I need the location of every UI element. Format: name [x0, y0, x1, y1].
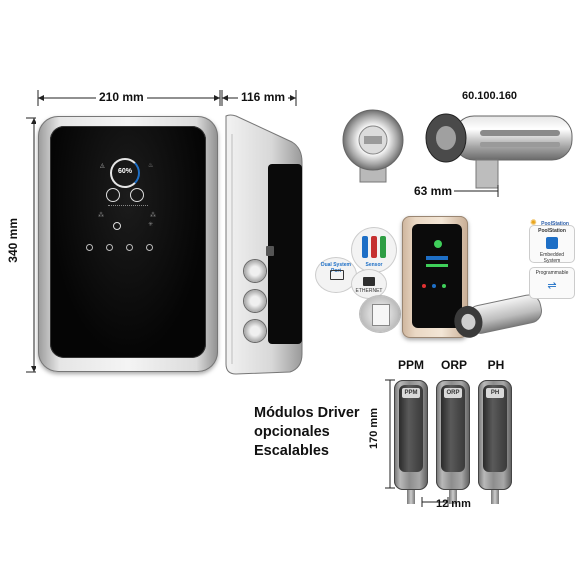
- plug-icon: ⇌: [547, 280, 557, 292]
- product-screen-blue-indicator: [426, 256, 448, 260]
- cell-side-view: [420, 104, 576, 196]
- sub-gauge-right: [130, 188, 144, 202]
- touch-button-2[interactable]: [106, 244, 113, 251]
- height-arrow: [26, 117, 37, 373]
- height-dimension: [16, 116, 37, 374]
- sub-gauge-left: [106, 188, 120, 202]
- module-width-label: 12 mm: [436, 498, 471, 510]
- product-cell: [446, 292, 546, 342]
- height-label: 340 mm: [6, 218, 20, 263]
- gauge-percentage: 60%: [117, 168, 132, 175]
- side-depth-label: 116 mm: [238, 90, 289, 104]
- module-orp-connector: [449, 490, 457, 504]
- module-ph-face: [483, 385, 507, 472]
- module-header-orp: ORP: [440, 358, 467, 372]
- module-header-ph: PH: [487, 358, 505, 372]
- center-button[interactable]: [113, 222, 121, 230]
- module-ph-tag: PH: [486, 388, 504, 398]
- cable-gland-2: [244, 290, 266, 312]
- module-width-dimension: [420, 494, 450, 507]
- module-ppm-face: [399, 385, 423, 472]
- chip-icon: [546, 237, 558, 249]
- touch-button-3[interactable]: [126, 244, 133, 251]
- caption-line-3: Escalables: [254, 443, 329, 459]
- product-cell-shape: [454, 294, 542, 338]
- touch-button-4[interactable]: [146, 244, 153, 251]
- wall-mount-box: [372, 304, 390, 326]
- side-connector-mark: [266, 246, 274, 256]
- main-gauge: 60%: [110, 158, 140, 188]
- product-device-screen: [412, 224, 462, 328]
- fan-icon: ✳: [148, 222, 154, 228]
- module-ppm-connector: [407, 490, 415, 504]
- module-width-arrow: [421, 497, 449, 507]
- dual-port-badge: Dual System Port: [316, 258, 356, 292]
- sensor-probe-red: [371, 236, 377, 258]
- wall-mount-photo: [360, 296, 400, 332]
- front-width-label: 210 mm: [96, 90, 147, 104]
- status-icon-right: ♨: [148, 163, 154, 169]
- cell-side-shape: [425, 113, 573, 189]
- indicator-left: ⁂: [98, 213, 104, 219]
- port-icon: [330, 270, 344, 280]
- caption-line-1: Módulos Driver: [254, 405, 360, 421]
- module-orp-face: [441, 385, 465, 472]
- module-height-arrow: [385, 379, 395, 489]
- sensor-probe-blue: [362, 236, 368, 258]
- poolstation-badge: PoolStation Embedded System: [530, 226, 574, 264]
- module-ppm: PPM: [394, 380, 428, 490]
- product-screen-green-dot: [442, 284, 446, 288]
- cell-end-view: [338, 108, 408, 184]
- device-side-shape: [225, 114, 303, 375]
- programmable-badge: Programmable ⇌: [530, 268, 574, 298]
- module-height-dimension: [384, 378, 396, 490]
- cable-gland-3: [244, 320, 266, 342]
- product-screen-green-indicator: [434, 240, 442, 248]
- product-screen-green-bar: [426, 264, 448, 267]
- programmable-label: Programmable: [535, 270, 569, 276]
- cell-end-shape: [342, 109, 404, 183]
- sensor-probe-green: [380, 236, 386, 258]
- dual-port-label: Dual System Port: [320, 262, 351, 274]
- ethernet-badge: ETHERNET: [352, 270, 386, 298]
- cell-length-label: 63 mm: [412, 184, 455, 198]
- device-front: ◬ ♨ 60% ⁂ ⁂ ✳: [38, 116, 218, 372]
- ethernet-label: ETHERNET: [355, 288, 383, 294]
- device-screen: ◬ ♨ 60% ⁂ ⁂ ✳: [50, 126, 206, 358]
- indicator-right: ⁂: [150, 213, 156, 219]
- product-screen-blue-dot: [432, 284, 436, 288]
- caption-line-2: opcionales: [254, 424, 330, 440]
- status-icon-left: ◬: [100, 163, 105, 169]
- device-side: [222, 114, 304, 376]
- product-screen-red-dot: [422, 284, 426, 288]
- module-header-ppm: PPM: [397, 358, 424, 372]
- product-collage: Sensor Dual System Port ETHERNET: [316, 210, 578, 352]
- cell-model-label: 60.100.160: [462, 90, 518, 102]
- touch-button-1[interactable]: [86, 244, 93, 251]
- module-ppm-tag: PPM: [402, 388, 420, 398]
- module-ph-connector: [491, 490, 499, 504]
- brand-logo: ✺ PoolStation: [530, 212, 578, 227]
- sensor-badge-label: Sensor: [365, 262, 383, 268]
- modules-caption: Módulos Driver opcionales Escalables: [254, 404, 374, 461]
- poolstation-label: PoolStation: [538, 228, 566, 234]
- module-orp: ORP: [436, 380, 470, 490]
- ethernet-port-icon: [363, 277, 375, 286]
- embedded-label: Embedded System: [539, 252, 565, 264]
- sensor-badge: Sensor: [352, 228, 396, 272]
- module-ph: PH: [478, 380, 512, 490]
- brand-logo-icon: ✺: [530, 218, 537, 227]
- module-orp-tag: ORP: [444, 388, 462, 398]
- sub-gauge-dots: [108, 205, 148, 209]
- cable-gland-1: [244, 260, 266, 282]
- brand-logo-text: PoolStation: [541, 221, 569, 227]
- product-device: [402, 216, 468, 338]
